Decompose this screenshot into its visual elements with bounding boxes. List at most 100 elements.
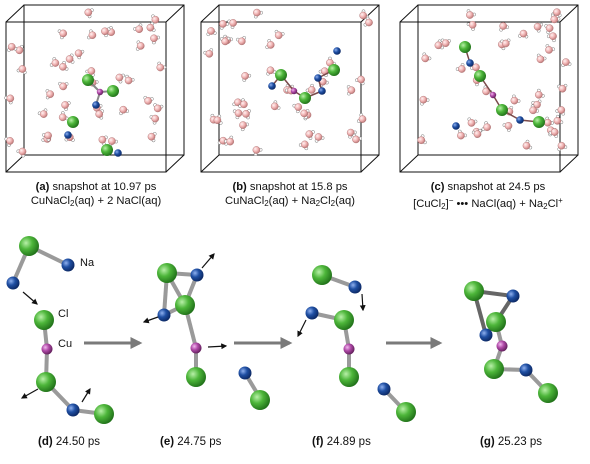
water-molecule [550, 13, 561, 24]
water-molecule [236, 36, 247, 46]
caption-text: snapshot at 15.8 ps [246, 181, 348, 193]
atom-label-na: Na [80, 257, 95, 269]
water-molecule [502, 122, 513, 132]
step-time: 24.89 ps [323, 436, 371, 448]
water-molecule [59, 60, 69, 71]
water-molecule [65, 53, 75, 64]
water-molecule [466, 9, 476, 19]
water-molecule [455, 63, 466, 73]
water-molecule [466, 20, 477, 31]
water-molecule [298, 140, 309, 151]
water-molecule [266, 66, 277, 76]
water-molecule [57, 29, 68, 40]
water-molecule [300, 109, 310, 120]
water-molecule [363, 16, 373, 27]
water-molecule [553, 114, 564, 125]
step-tag: (g) [480, 436, 495, 448]
caption-formula: CuNaCl2(aq) + Na2Cl2(aq) [225, 195, 355, 208]
step-label-d: (d) 24.50 ps [38, 436, 100, 448]
water-molecule [434, 39, 444, 50]
water-molecule [87, 29, 97, 40]
step-label-e: (e) 24.75 ps [160, 436, 221, 448]
step-tag: (e) [160, 436, 175, 448]
step-g-structure [464, 281, 558, 403]
water-molecule [557, 141, 568, 152]
water-molecule [467, 117, 478, 127]
step-label-f: (f) 24.89 ps [312, 436, 371, 448]
caption-text: snapshot at 10.97 ps [49, 181, 157, 193]
water-molecule [7, 43, 18, 52]
caption-c: (c) snapshot at 24.5 ps [CuCl2]− ••• NaC… [388, 180, 588, 214]
water-molecule [119, 105, 130, 116]
water-molecule [239, 121, 249, 132]
water-molecule [355, 75, 365, 86]
solute-cluster-b [268, 47, 341, 104]
water-molecule [265, 39, 275, 50]
water-molecule [305, 83, 316, 94]
water-molecule [147, 132, 157, 143]
simulation-box-b [200, 4, 380, 173]
water-molecule [4, 94, 15, 105]
water-molecule [518, 29, 529, 39]
water-molecule [510, 94, 521, 105]
simulation-box-c [399, 4, 579, 173]
water-molecule [536, 53, 547, 64]
water-molecule [292, 103, 303, 114]
water-molecule [529, 104, 540, 115]
water-molecule [522, 139, 533, 150]
water-molecule [224, 135, 234, 146]
water-molecule [37, 108, 48, 118]
water-molecule [242, 109, 251, 120]
water-molecule [49, 57, 60, 67]
caption-tag: (c) [430, 181, 445, 193]
water-molecule [45, 89, 55, 100]
atom-label-cl: Cl [58, 308, 69, 320]
water-molecule [238, 98, 248, 109]
water-molecule [156, 61, 167, 72]
water-molecule [124, 74, 135, 85]
water-molecule [74, 49, 85, 60]
water-molecules [4, 8, 572, 158]
step-tag: (d) [38, 436, 53, 448]
water-molecule [535, 88, 545, 99]
water-molecule [203, 48, 214, 58]
step-d-structure [6, 236, 114, 424]
water-molecule [417, 134, 427, 145]
water-molecule [61, 101, 71, 111]
water-molecule [150, 34, 160, 45]
water-molecule [101, 27, 111, 38]
step-time: 24.50 ps [52, 436, 101, 448]
water-molecule [555, 106, 566, 116]
water-molecule [318, 67, 329, 78]
step-e-structure [142, 253, 270, 410]
water-molecule [153, 103, 164, 113]
step-tag: (f) [312, 436, 324, 448]
caption-tag: (a) [35, 181, 50, 193]
water-molecule [557, 83, 568, 93]
water-molecule [531, 99, 542, 109]
step-label-g: (g) 25.23 ps [480, 436, 542, 448]
water-molecule [544, 24, 554, 35]
water-molecule [253, 8, 263, 19]
water-molecule [533, 22, 544, 33]
caption-b: (b) snapshot at 15.8 ps CuNaCl2(aq) + Na… [192, 180, 388, 211]
water-molecule [352, 133, 363, 144]
water-molecule [546, 32, 557, 43]
step-f-structure [297, 265, 416, 422]
caption-a: (a) snapshot at 10.97 ps CuNaCl2(aq) + 2… [0, 180, 192, 211]
water-molecule [143, 95, 154, 105]
water-molecule [16, 147, 27, 158]
water-molecule [146, 21, 156, 32]
water-molecule [241, 72, 252, 82]
water-molecule [440, 38, 451, 48]
water-molecule [346, 85, 356, 96]
water-molecule [227, 19, 237, 29]
water-molecule [270, 100, 281, 111]
water-molecule [206, 27, 217, 37]
water-molecule [85, 67, 96, 77]
water-molecule [419, 95, 430, 106]
caption-formula: CuNaCl2(aq) + 2 NaCl(aq) [30, 195, 162, 208]
water-molecule [115, 73, 125, 84]
water-molecule [274, 29, 285, 40]
water-molecule [42, 131, 52, 142]
